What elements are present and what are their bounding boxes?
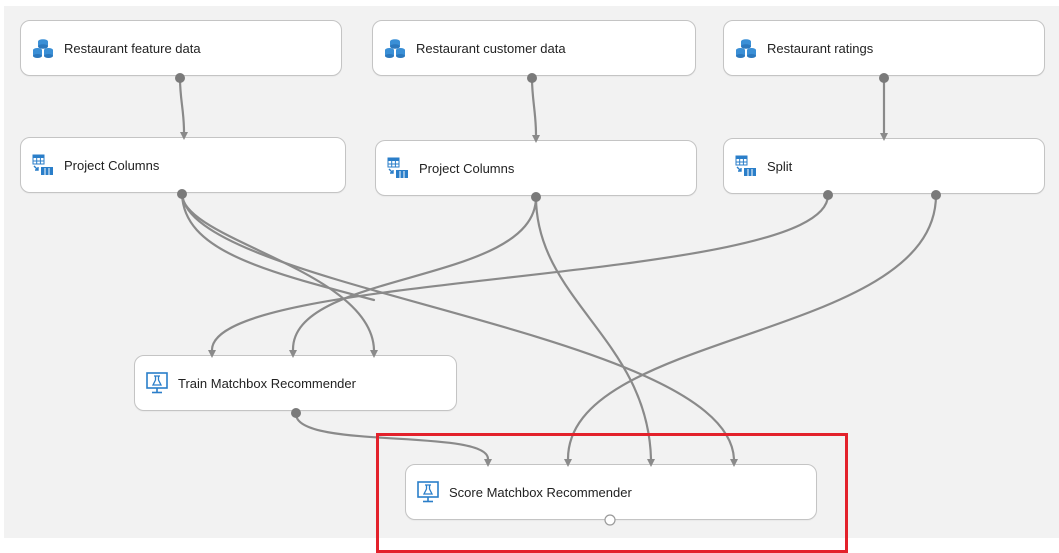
module-label: Restaurant ratings <box>767 40 874 56</box>
experiment-canvas[interactable] <box>4 6 1059 538</box>
dataset-icon <box>383 36 407 60</box>
module-label: Restaurant feature data <box>64 40 201 56</box>
module-score-matchbox-recommender[interactable]: Score Matchbox Recommender <box>405 464 817 520</box>
module-label: Score Matchbox Recommender <box>449 484 632 500</box>
module-label: Train Matchbox Recommender <box>178 375 356 391</box>
module-label: Split <box>767 158 793 174</box>
train-recommender-icon <box>145 371 169 395</box>
table-transform-icon <box>386 156 410 180</box>
module-label: Project Columns <box>419 160 515 176</box>
module-train-matchbox-recommender[interactable]: Train Matchbox Recommender <box>134 355 457 411</box>
dataset-icon <box>31 36 55 60</box>
module-label: Project Columns <box>64 157 160 173</box>
module-split[interactable]: Split <box>723 138 1045 194</box>
module-label: Restaurant customer data <box>416 40 566 56</box>
module-restaurant-feature-data[interactable]: Restaurant feature data <box>20 20 342 76</box>
module-project-columns-2[interactable]: Project Columns <box>375 140 697 196</box>
score-recommender-icon <box>416 480 440 504</box>
module-restaurant-customer-data[interactable]: Restaurant customer data <box>372 20 696 76</box>
module-project-columns-1[interactable]: Project Columns <box>20 137 346 193</box>
dataset-icon <box>734 36 758 60</box>
module-restaurant-ratings[interactable]: Restaurant ratings <box>723 20 1045 76</box>
table-transform-icon <box>734 154 758 178</box>
table-transform-icon <box>31 153 55 177</box>
